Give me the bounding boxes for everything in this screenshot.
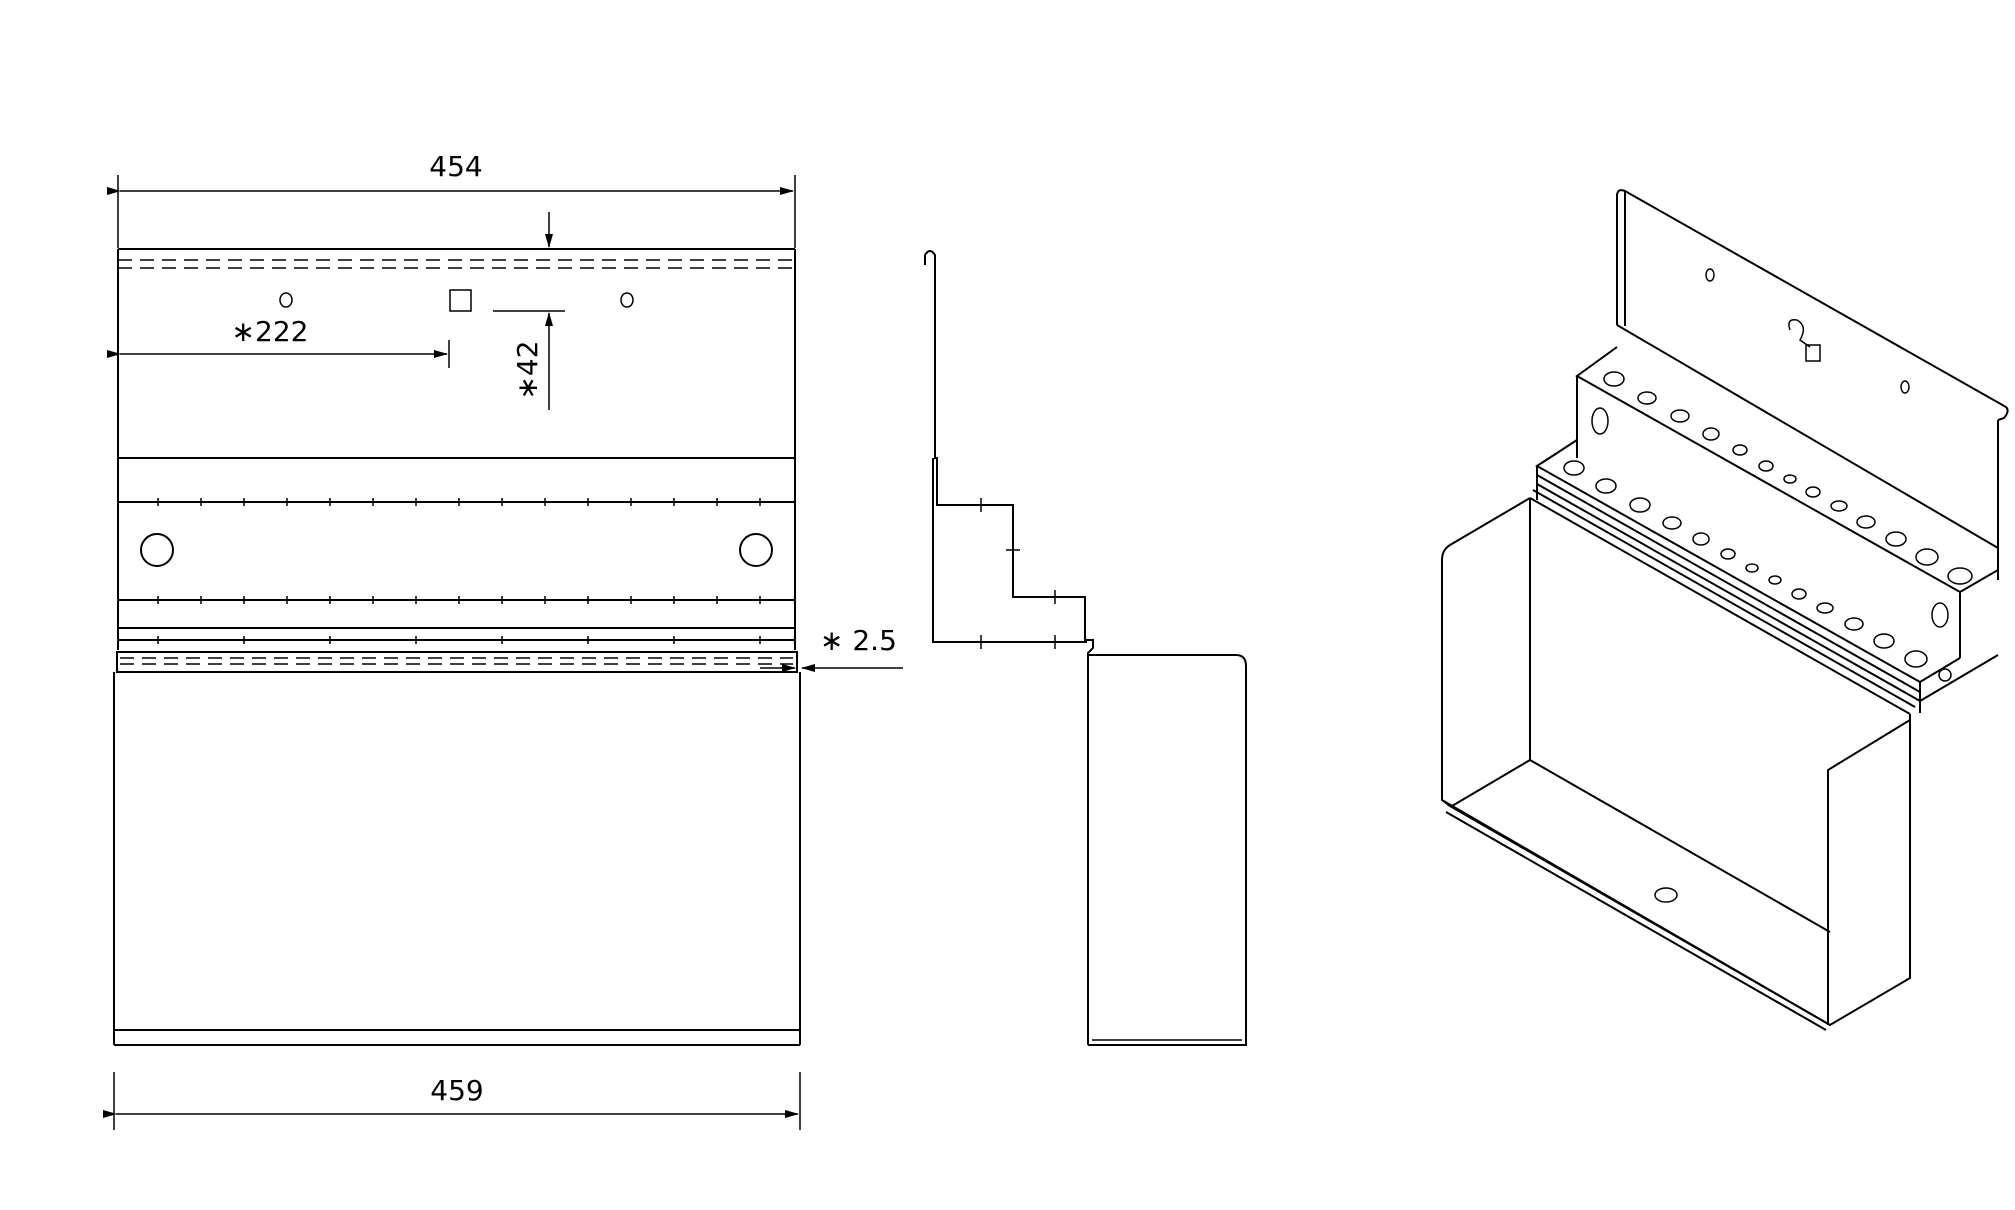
- dim-label-222: ∗222: [232, 315, 309, 348]
- dimension-hole-offset: ∗222: [107, 315, 450, 368]
- mount-hole-right: [620, 292, 634, 308]
- dim-label-42: ∗42: [511, 340, 544, 399]
- square-hole: [449, 289, 472, 312]
- dimension-top-width: 454: [107, 150, 796, 248]
- isometric-view: [1441, 189, 2009, 1031]
- dimension-thickness: ∗ 2.5: [760, 624, 903, 672]
- dim-label-2-5: ∗ 2.5: [820, 624, 897, 657]
- tool-shelf-bands: [118, 457, 795, 644]
- dimension-bottom-width: 459: [103, 1072, 801, 1130]
- dim-label-454: 454: [429, 150, 482, 183]
- back-plate: [117, 248, 796, 650]
- band-hole-right: [739, 533, 773, 567]
- tray-front: [113, 651, 801, 1046]
- mount-hole-left: [279, 292, 293, 308]
- dimension-hole-height: ∗42: [493, 212, 565, 410]
- dim-label-459: 459: [430, 1074, 483, 1107]
- front-view: 454 ∗222 ∗42: [103, 150, 903, 1130]
- band-hole-left: [140, 533, 174, 567]
- side-view: [924, 250, 1247, 1046]
